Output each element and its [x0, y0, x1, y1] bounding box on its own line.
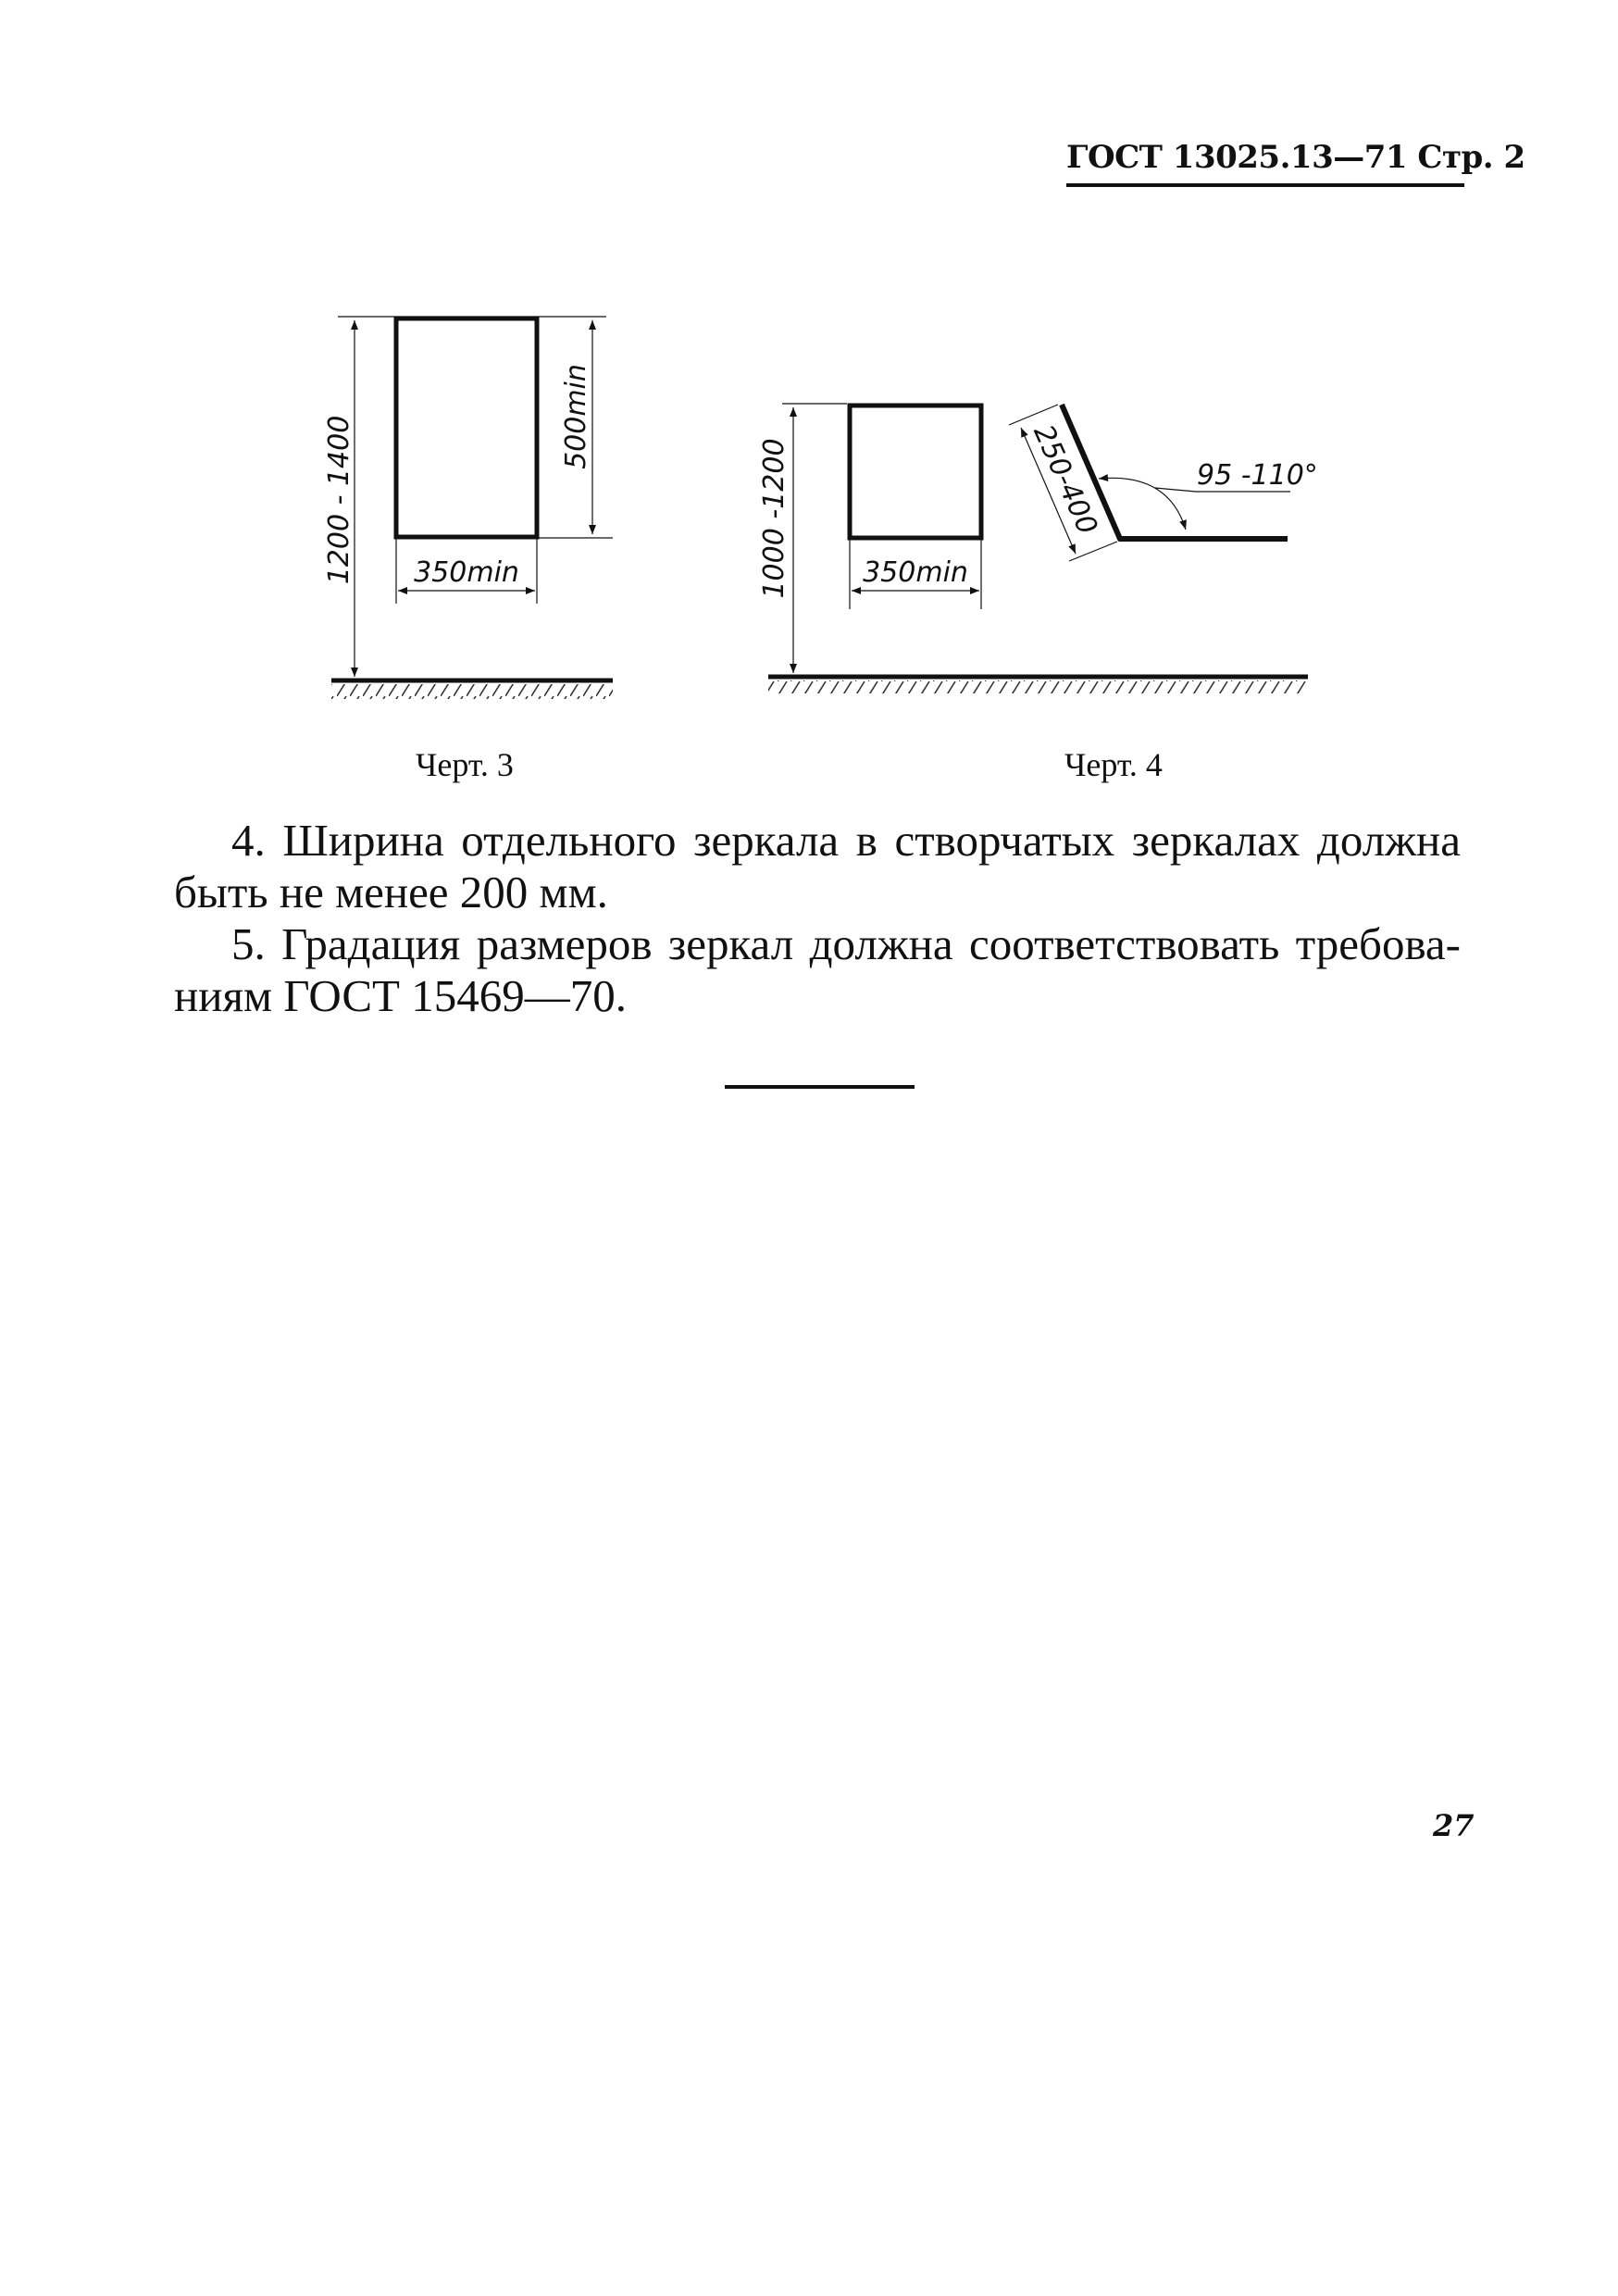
floor-hatch [331, 684, 613, 699]
figures-drawing: 1200 - 1400 500min 350min 1000 -1200 350… [323, 316, 1318, 699]
item-4-line-2: быть не менее 200 мм. [174, 867, 608, 917]
mirror-height-label: 500min [560, 364, 592, 469]
standard-designation: ГОСТ 13025.13—71 Стр. 2 [1066, 139, 1525, 176]
floor-hatch [768, 680, 1308, 693]
angle-label: 95 -110° [1197, 459, 1318, 492]
angle-leader [1154, 487, 1290, 493]
item-5-line-2: ниям ГОСТ 15469—70. [174, 970, 627, 1021]
page-number: 27 [1433, 1808, 1475, 1843]
mirror-width-label: 350min [863, 556, 968, 589]
end-separator [725, 1085, 915, 1089]
item-4-line-1: 4. Ширина отдельного зеркала в створчаты… [231, 815, 1461, 866]
tilted-mirror-profile [1059, 403, 1288, 542]
height-label: 1200 - 1400 [323, 416, 355, 585]
mirror-outline [847, 403, 984, 541]
header-rule [1066, 183, 1464, 187]
running-header: ГОСТ 13025.13—71 Стр. 2 [1066, 137, 1525, 189]
item-5-line-1: 5. Градация размеров зеркал должна соотв… [231, 918, 1461, 969]
tilt-length-dimension [1020, 427, 1077, 555]
figure-3-caption: Черт. 3 [416, 746, 514, 783]
body-text: 4. Ширина отдельного зеркала в створчаты… [174, 815, 1461, 1022]
mirror-width-label: 350min [414, 556, 519, 589]
figure-4: 1000 -1200 350min 250-400 95 -110° [758, 403, 1318, 693]
mirror-outline [393, 316, 540, 540]
figure-3: 1200 - 1400 500min 350min [323, 316, 613, 699]
figure-4-caption: Черт. 4 [1064, 746, 1163, 783]
height-label: 1000 -1200 [758, 438, 790, 598]
